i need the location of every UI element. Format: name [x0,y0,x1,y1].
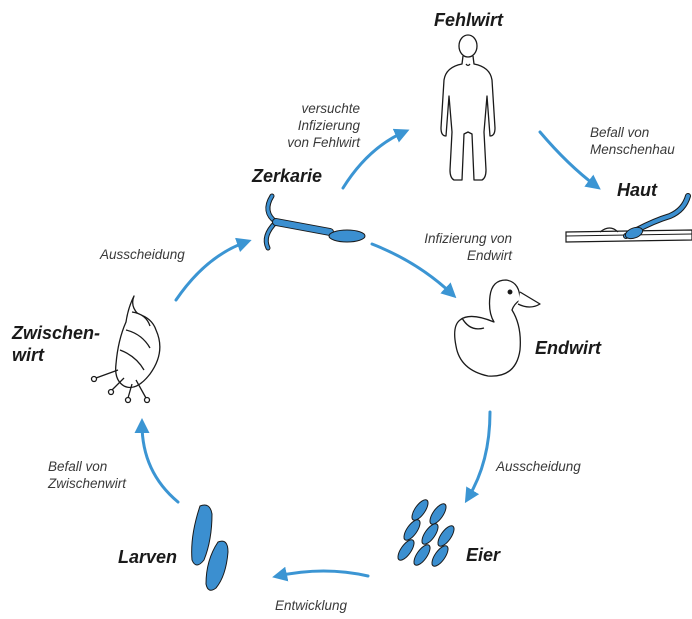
step-ausscheidung-endwirt: Ausscheidung [496,459,581,474]
larvae-icon [191,504,229,591]
step-ausscheidung-zwischenwirt: Ausscheidung [100,247,185,262]
human-icon [440,34,496,181]
arrow-larven-to-zwischenwirt [134,418,180,504]
duck-icon [454,279,541,377]
arrow-zwischenwirt-to-zerkarie [174,237,252,302]
step-entwicklung: Entwicklung [275,598,348,613]
stage-zwischenwirt: Zwischen- wirt [12,323,101,365]
stage-fehlwirt: Fehlwirt [434,10,504,30]
step-versuchte-infizierung: versuchte Infizierung von Fehlwirt [287,101,360,150]
step-befall-zwischenwirt: Befall von Zwischenwirt [48,459,127,491]
stage-endwirt: Endwirt [535,338,601,358]
stage-haut: Haut [617,180,657,200]
cercaria-icon [263,193,366,251]
step-infizierung-endwirt: Infizierung von Endwirt [424,231,512,263]
arrow-eier-to-larven [272,566,370,582]
stage-larven: Larven [118,547,178,567]
snail-icon [90,295,161,404]
arrow-fehlwirt-to-haut [538,130,601,190]
stage-zerkarie: Zerkarie [252,166,323,186]
arrow-endwirt-to-eier [464,410,492,504]
arrow-zerkarie-to-endwirt [370,242,457,299]
stage-eier: Eier [466,545,501,565]
step-befall-menschenhaut: Befall von Menschenhau [590,125,675,157]
eggs-icon [397,499,455,567]
arrow-zerkarie-to-fehlwirt [341,128,410,190]
skin-icon [565,193,692,243]
